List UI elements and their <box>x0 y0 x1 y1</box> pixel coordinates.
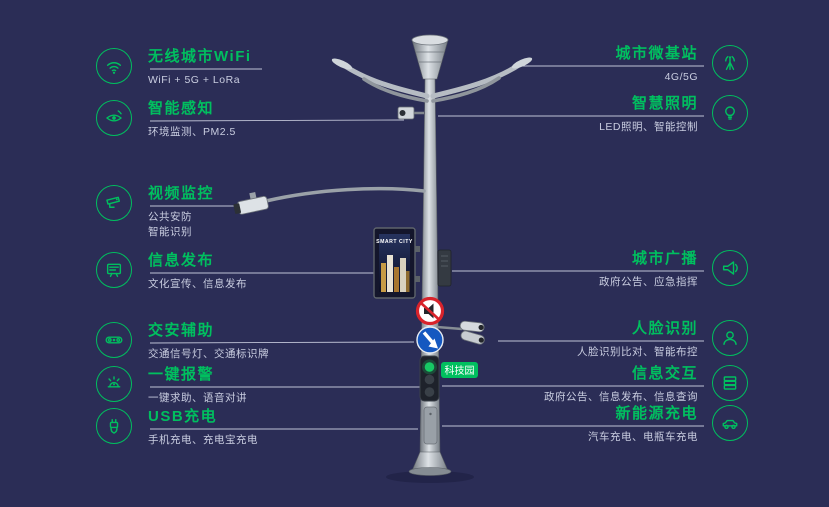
feature-title: 新能源充电 <box>615 405 698 422</box>
feature-subtitle: 公共安防 <box>148 211 192 223</box>
feature-title: 智能感知 <box>148 100 215 117</box>
feature-subtitle: 政府公告、信息发布、信息查询 <box>544 391 698 403</box>
direction-sign <box>416 326 444 354</box>
feature-title: 交安辅助 <box>148 322 215 339</box>
feature-sos-alarm: 一键报警 一键求助、语音对讲 <box>96 366 247 405</box>
feature-city-broadcast: 城市广播 政府公告、应急指挥 <box>599 250 748 289</box>
layers-icon <box>712 365 748 401</box>
feature-subtitle: 4G/5G <box>664 71 698 83</box>
feature-title: 信息交互 <box>631 365 698 382</box>
antenna-icon <box>712 45 748 81</box>
equipment-box <box>437 249 452 287</box>
traffic-light <box>419 355 440 402</box>
alarm-icon <box>96 366 132 402</box>
feature-wireless-wifi: 无线城市WiFi WiFi + 5G + LoRa <box>96 48 252 87</box>
no-horn-sign <box>415 296 445 326</box>
sensing-icon <box>96 100 132 136</box>
feature-subtitle: WiFi + 5G + LoRa <box>148 74 241 86</box>
usb-icon <box>96 408 132 444</box>
feature-subtitle: LED照明、智能控制 <box>599 121 698 133</box>
maintenance-door <box>423 406 438 445</box>
speaker-icon <box>712 250 748 286</box>
display-screen: SMART CITY <box>373 227 420 299</box>
feature-usb-charging: USB充电 手机充电、充电宝充电 <box>96 408 258 447</box>
connector-lines <box>149 65 704 430</box>
feature-face-recognition: 人脸识别 人脸识别比对、智能布控 <box>577 320 748 359</box>
feature-smart-lighting: 智慧照明 LED照明、智能控制 <box>599 95 748 134</box>
feature-title: USB充电 <box>148 408 218 425</box>
face-icon <box>712 320 748 356</box>
feature-info-interaction: 信息交互 政府公告、信息发布、信息查询 <box>544 365 748 404</box>
screen-title: SMART CITY <box>376 239 413 245</box>
feature-subtitle-2: 智能识别 <box>148 226 192 238</box>
feature-subtitle: 环境监测、PM2.5 <box>148 126 236 138</box>
feature-ev-charging: 新能源充电 汽车充电、电瓶车充电 <box>588 405 748 444</box>
traffic-aux-icon <box>96 322 132 358</box>
feature-smart-sensing: 智能感知 环境监测、PM2.5 <box>96 100 236 139</box>
feature-title: 城市微基站 <box>615 45 698 62</box>
feature-title: 视频监控 <box>148 185 215 202</box>
feature-title: 一键报警 <box>148 366 215 383</box>
feature-subtitle: 一键求助、语音对讲 <box>148 392 247 404</box>
feature-title: 无线城市WiFi <box>148 48 252 65</box>
feature-title: 人脸识别 <box>631 320 698 337</box>
tech-park-tag: 科技园 <box>441 362 478 378</box>
cctv-camera <box>233 186 426 215</box>
lamp-head <box>331 34 533 103</box>
feature-subtitle: 手机充电、充电宝充电 <box>148 434 258 446</box>
feature-title: 信息发布 <box>148 252 215 269</box>
screen-icon <box>96 252 132 288</box>
feature-subtitle: 交通信号灯、交通标识牌 <box>148 348 269 360</box>
wifi-icon <box>96 48 132 84</box>
feature-subtitle: 人脸识别比对、智能布控 <box>577 346 698 358</box>
feature-micro-base-station: 城市微基站 4G/5G <box>615 45 748 84</box>
feature-title: 城市广播 <box>631 250 698 267</box>
feature-video-surveillance: 视频监控 公共安防 智能识别 <box>96 185 214 239</box>
feature-subtitle: 文化宣传、信息发布 <box>148 278 247 290</box>
feature-subtitle: 政府公告、应急指挥 <box>599 276 698 288</box>
dual-cameras <box>436 320 485 345</box>
ev-car-icon <box>712 405 748 441</box>
feature-subtitle: 汽车充电、电瓶车充电 <box>588 431 698 443</box>
feature-traffic-assist: 交安辅助 交通信号灯、交通标识牌 <box>96 322 269 361</box>
feature-title: 智慧照明 <box>631 95 698 112</box>
feature-info-publishing: 信息发布 文化宣传、信息发布 <box>96 252 247 291</box>
cctv-icon <box>96 185 132 221</box>
bulb-icon <box>712 95 748 131</box>
env-sensor-camera <box>397 106 424 120</box>
tech-park-tag-label: 科技园 <box>445 364 475 377</box>
